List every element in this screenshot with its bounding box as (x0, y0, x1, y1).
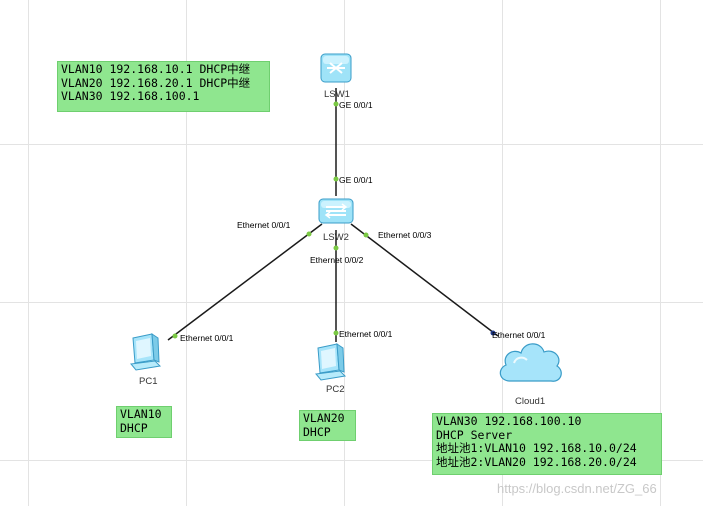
port-label-pc1-e1: Ethernet 0/0/1 (180, 333, 234, 343)
port-dot (172, 333, 178, 339)
note-line: VLAN30 192.168.100.10 (436, 414, 582, 428)
port-label-lsw2-e1: Ethernet 0/0/1 (237, 220, 291, 230)
watermark-text: https://blog.csdn.net/ZG_66 (497, 481, 657, 496)
cloud1-label: Cloud1 (515, 396, 546, 407)
grid-line (344, 0, 345, 506)
note-line: VLAN30 192.168.100.1 (61, 89, 200, 103)
note-line: VLAN10 (120, 407, 162, 421)
lsw1-label: LSW1 (324, 89, 350, 100)
port-label-lsw2-e3: Ethernet 0/0/3 (378, 230, 432, 240)
note-line: DHCP Server (436, 427, 513, 442)
pc1-label: PC1 (139, 376, 158, 387)
pc2-computer-icon[interactable] (313, 342, 347, 382)
grid-line (502, 0, 503, 506)
port-dot (333, 330, 339, 336)
note-line: DHCP (303, 424, 331, 439)
port-dot (333, 101, 339, 107)
dhcp-server-note: VLAN30 192.168.100.10 DHCP Server 地址池1:V… (432, 413, 662, 475)
port-dot (490, 330, 496, 336)
note-line: DHCP (120, 420, 148, 435)
port-dot (363, 232, 369, 238)
note-line: 地址池2:VLAN20 192.168.20.0/24 (436, 454, 637, 469)
pc1-note: VLAN10 DHCP (116, 406, 172, 438)
link-lsw2-pc1 (167, 223, 323, 341)
pc2-label: PC2 (326, 384, 345, 395)
port-dot (333, 176, 339, 182)
port-dot (333, 245, 339, 251)
core-switch-note: VLAN10 192.168.10.1 DHCP中继 VLAN20 192.16… (57, 61, 270, 112)
pc2-note: VLAN20 DHCP (299, 410, 356, 441)
note-line: VLAN20 (303, 411, 345, 425)
lsw2-switch-icon[interactable] (317, 196, 355, 226)
grid-line (186, 0, 187, 506)
grid-line (0, 460, 703, 461)
grid-line (0, 144, 703, 145)
port-dot (306, 231, 312, 237)
cloud1-cloud-icon[interactable] (496, 333, 566, 389)
grid-line (0, 302, 703, 303)
port-label-lsw2-e2: Ethernet 0/0/2 (310, 255, 364, 265)
link-lsw2-cloud1 (350, 223, 499, 337)
port-label-lsw2-ge: GE 0/0/1 (339, 175, 373, 185)
grid-line (28, 0, 29, 506)
note-line: VLAN10 192.168.10.1 DHCP中继 (61, 62, 251, 76)
note-line: 地址池1:VLAN10 192.168.10.0/24 (436, 441, 637, 455)
lsw1-switch-icon[interactable] (318, 50, 354, 86)
pc1-computer-icon[interactable] (128, 332, 162, 372)
lsw2-label: LSW2 (323, 232, 349, 243)
port-label-pc2-e1: Ethernet 0/0/1 (339, 329, 393, 339)
note-line: VLAN20 192.168.20.1 DHCP中继 (61, 75, 251, 90)
grid-line (660, 0, 661, 506)
port-label-lsw1-ge: GE 0/0/1 (339, 100, 373, 110)
port-label-cloud-e1: Ethernet 0/0/1 (492, 330, 546, 340)
